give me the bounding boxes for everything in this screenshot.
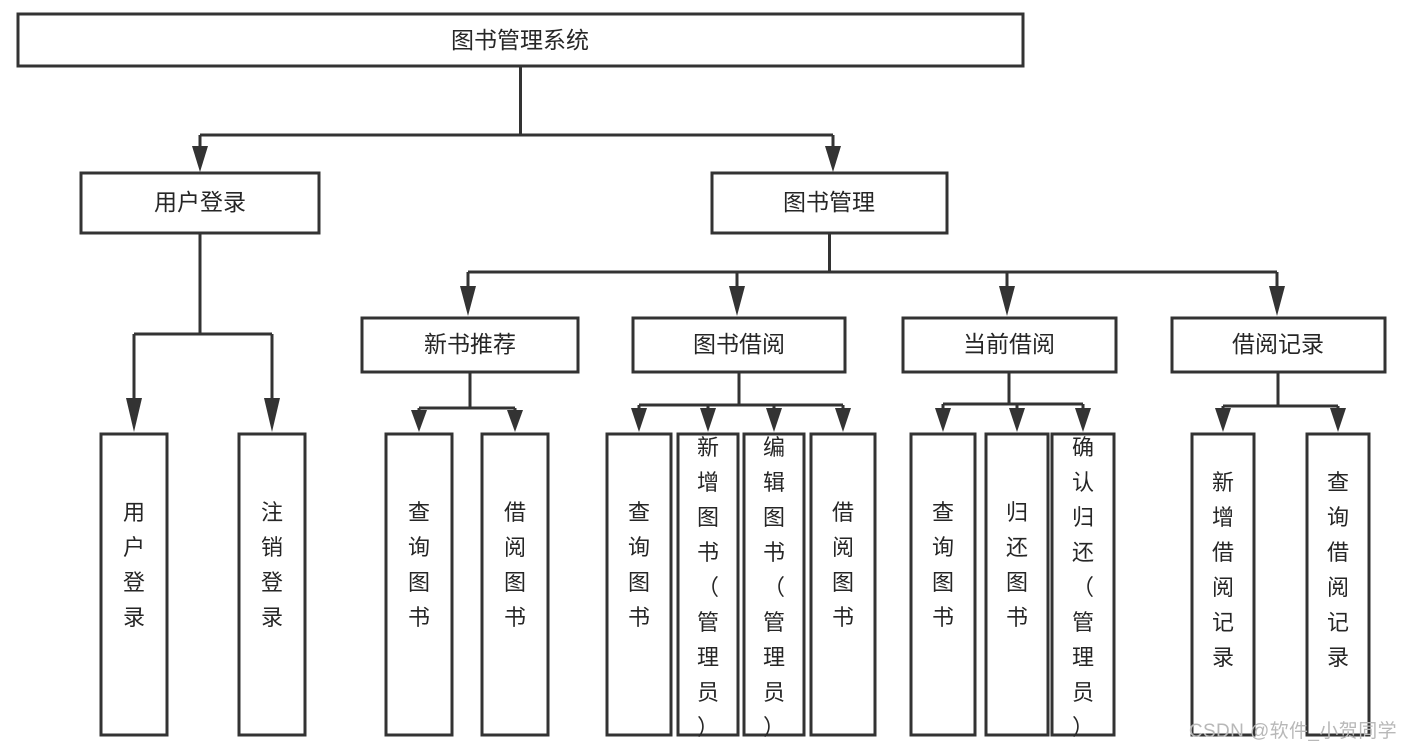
leaf-return-book[interactable]: 归还图书 [984,432,1050,737]
node-new-book-recommend-label: 新书推荐 [424,331,516,357]
arrow-newbook-to-leaf2 [507,410,523,432]
leaf-borrow-book-borrow-box[interactable] [809,432,877,737]
leaf-edit-book-admin[interactable]: 编辑图书（管理员） [742,432,806,740]
leaf-query-book-current[interactable]: 查询图书 [909,432,977,737]
leaf-query-borrow-record-label: 查询借阅记录 [1327,470,1349,670]
arrow-bookmgmt-to-record [1269,286,1285,316]
leaf-query-book-borrow[interactable]: 查询图书 [605,432,673,737]
leaf-return-book-box[interactable] [984,432,1050,737]
leaf-query-book-newbook[interactable]: 查询图书 [384,432,454,737]
leaf-borrow-book-borrow[interactable]: 借阅图书 [809,432,877,737]
leaf-user-login-box[interactable] [99,432,169,737]
arrow-userlogin-to-leaf2 [264,398,280,432]
leaf-confirm-return-admin[interactable]: 确认归还（管理员） [1050,432,1116,740]
arrow-current-to-leaf3 [1075,408,1091,432]
arrow-root-to-book-mgmt [825,146,841,172]
leaf-logout-box[interactable] [237,432,307,737]
node-root-label: 图书管理系统 [451,27,589,53]
node-new-book-recommend-box[interactable] [360,316,580,374]
leaf-query-book-current-box[interactable] [909,432,977,737]
arrow-bookmgmt-to-newbook [460,286,476,316]
node-book-management[interactable]: 图书管理 [710,171,949,235]
arrow-current-to-leaf2 [1009,408,1025,432]
arrow-userlogin-to-leaf1 [126,398,142,432]
leaf-query-book-newbook-box[interactable] [384,432,454,737]
node-user-login[interactable]: 用户登录 [79,171,321,235]
leaf-add-borrow-record-label: 新增借阅记录 [1212,470,1234,670]
leaf-add-book-admin-label: 新增图书（管理员） [697,435,719,740]
leaf-add-book-admin-box[interactable] [676,432,740,737]
arrow-borrow-to-leaf4 [835,408,851,432]
node-book-borrow-box[interactable] [631,316,847,374]
leaf-edit-book-admin-label: 编辑图书（管理员） [763,435,785,740]
node-book-management-box[interactable] [710,171,949,235]
node-root-box[interactable] [16,12,1025,68]
leaf-add-borrow-record-box[interactable] [1190,432,1256,737]
node-book-management-label: 图书管理 [783,189,875,215]
node-user-login-box[interactable] [79,171,321,235]
leaf-query-book-newbook-label: 查询图书 [408,500,430,630]
leaf-confirm-return-admin-box[interactable] [1050,432,1116,737]
arrow-record-to-leaf2 [1330,408,1346,432]
leaf-query-borrow-record[interactable]: 查询借阅记录 [1305,432,1371,737]
arrow-root-to-user-login [192,146,208,172]
leaf-query-book-current-label: 查询图书 [932,500,954,630]
leaf-borrow-book-newbook[interactable]: 借阅图书 [480,432,550,737]
node-current-borrow[interactable]: 当前借阅 [901,316,1118,374]
leaf-return-book-label: 归还图书 [1006,500,1028,630]
arrow-borrow-to-leaf1 [631,408,647,432]
node-current-borrow-label: 当前借阅 [963,331,1055,357]
leaf-query-borrow-record-box[interactable] [1305,432,1371,737]
leaf-query-book-borrow-label: 查询图书 [628,500,650,630]
node-root[interactable]: 图书管理系统 [16,12,1025,68]
arrow-bookmgmt-to-current [999,286,1015,316]
node-borrow-record-label: 借阅记录 [1232,331,1324,357]
arrow-borrow-to-leaf2 [700,408,716,432]
node-new-book-recommend[interactable]: 新书推荐 [360,316,580,374]
leaf-logout[interactable]: 注销登录 [237,432,307,737]
leaf-borrow-book-borrow-label: 借阅图书 [832,500,854,630]
leaf-edit-book-admin-box[interactable] [742,432,806,737]
leaf-logout-label: 注销登录 [261,500,283,630]
arrow-borrow-to-leaf3 [766,408,782,432]
leaf-borrow-book-newbook-box[interactable] [480,432,550,737]
arrow-record-to-leaf1 [1215,408,1231,432]
arrow-current-to-leaf1 [935,408,951,432]
node-book-borrow[interactable]: 图书借阅 [631,316,847,374]
node-book-borrow-label: 图书借阅 [693,331,785,357]
leaf-add-book-admin[interactable]: 新增图书（管理员） [676,432,740,740]
leaf-user-login-label: 用户登录 [123,500,145,630]
edge-layer [126,66,1346,432]
node-borrow-record[interactable]: 借阅记录 [1170,316,1387,374]
arrow-bookmgmt-to-borrow [729,286,745,316]
leaf-user-login[interactable]: 用户登录 [99,432,169,737]
leaf-query-book-borrow-box[interactable] [605,432,673,737]
node-current-borrow-box[interactable] [901,316,1118,374]
leaf-confirm-return-admin-label: 确认归还（管理员） [1072,435,1094,740]
leaf-borrow-book-newbook-label: 借阅图书 [504,500,526,630]
arrow-newbook-to-leaf1 [411,410,427,432]
leaf-add-borrow-record[interactable]: 新增借阅记录 [1190,432,1256,737]
node-user-login-label: 用户登录 [154,189,246,215]
node-borrow-record-box[interactable] [1170,316,1387,374]
